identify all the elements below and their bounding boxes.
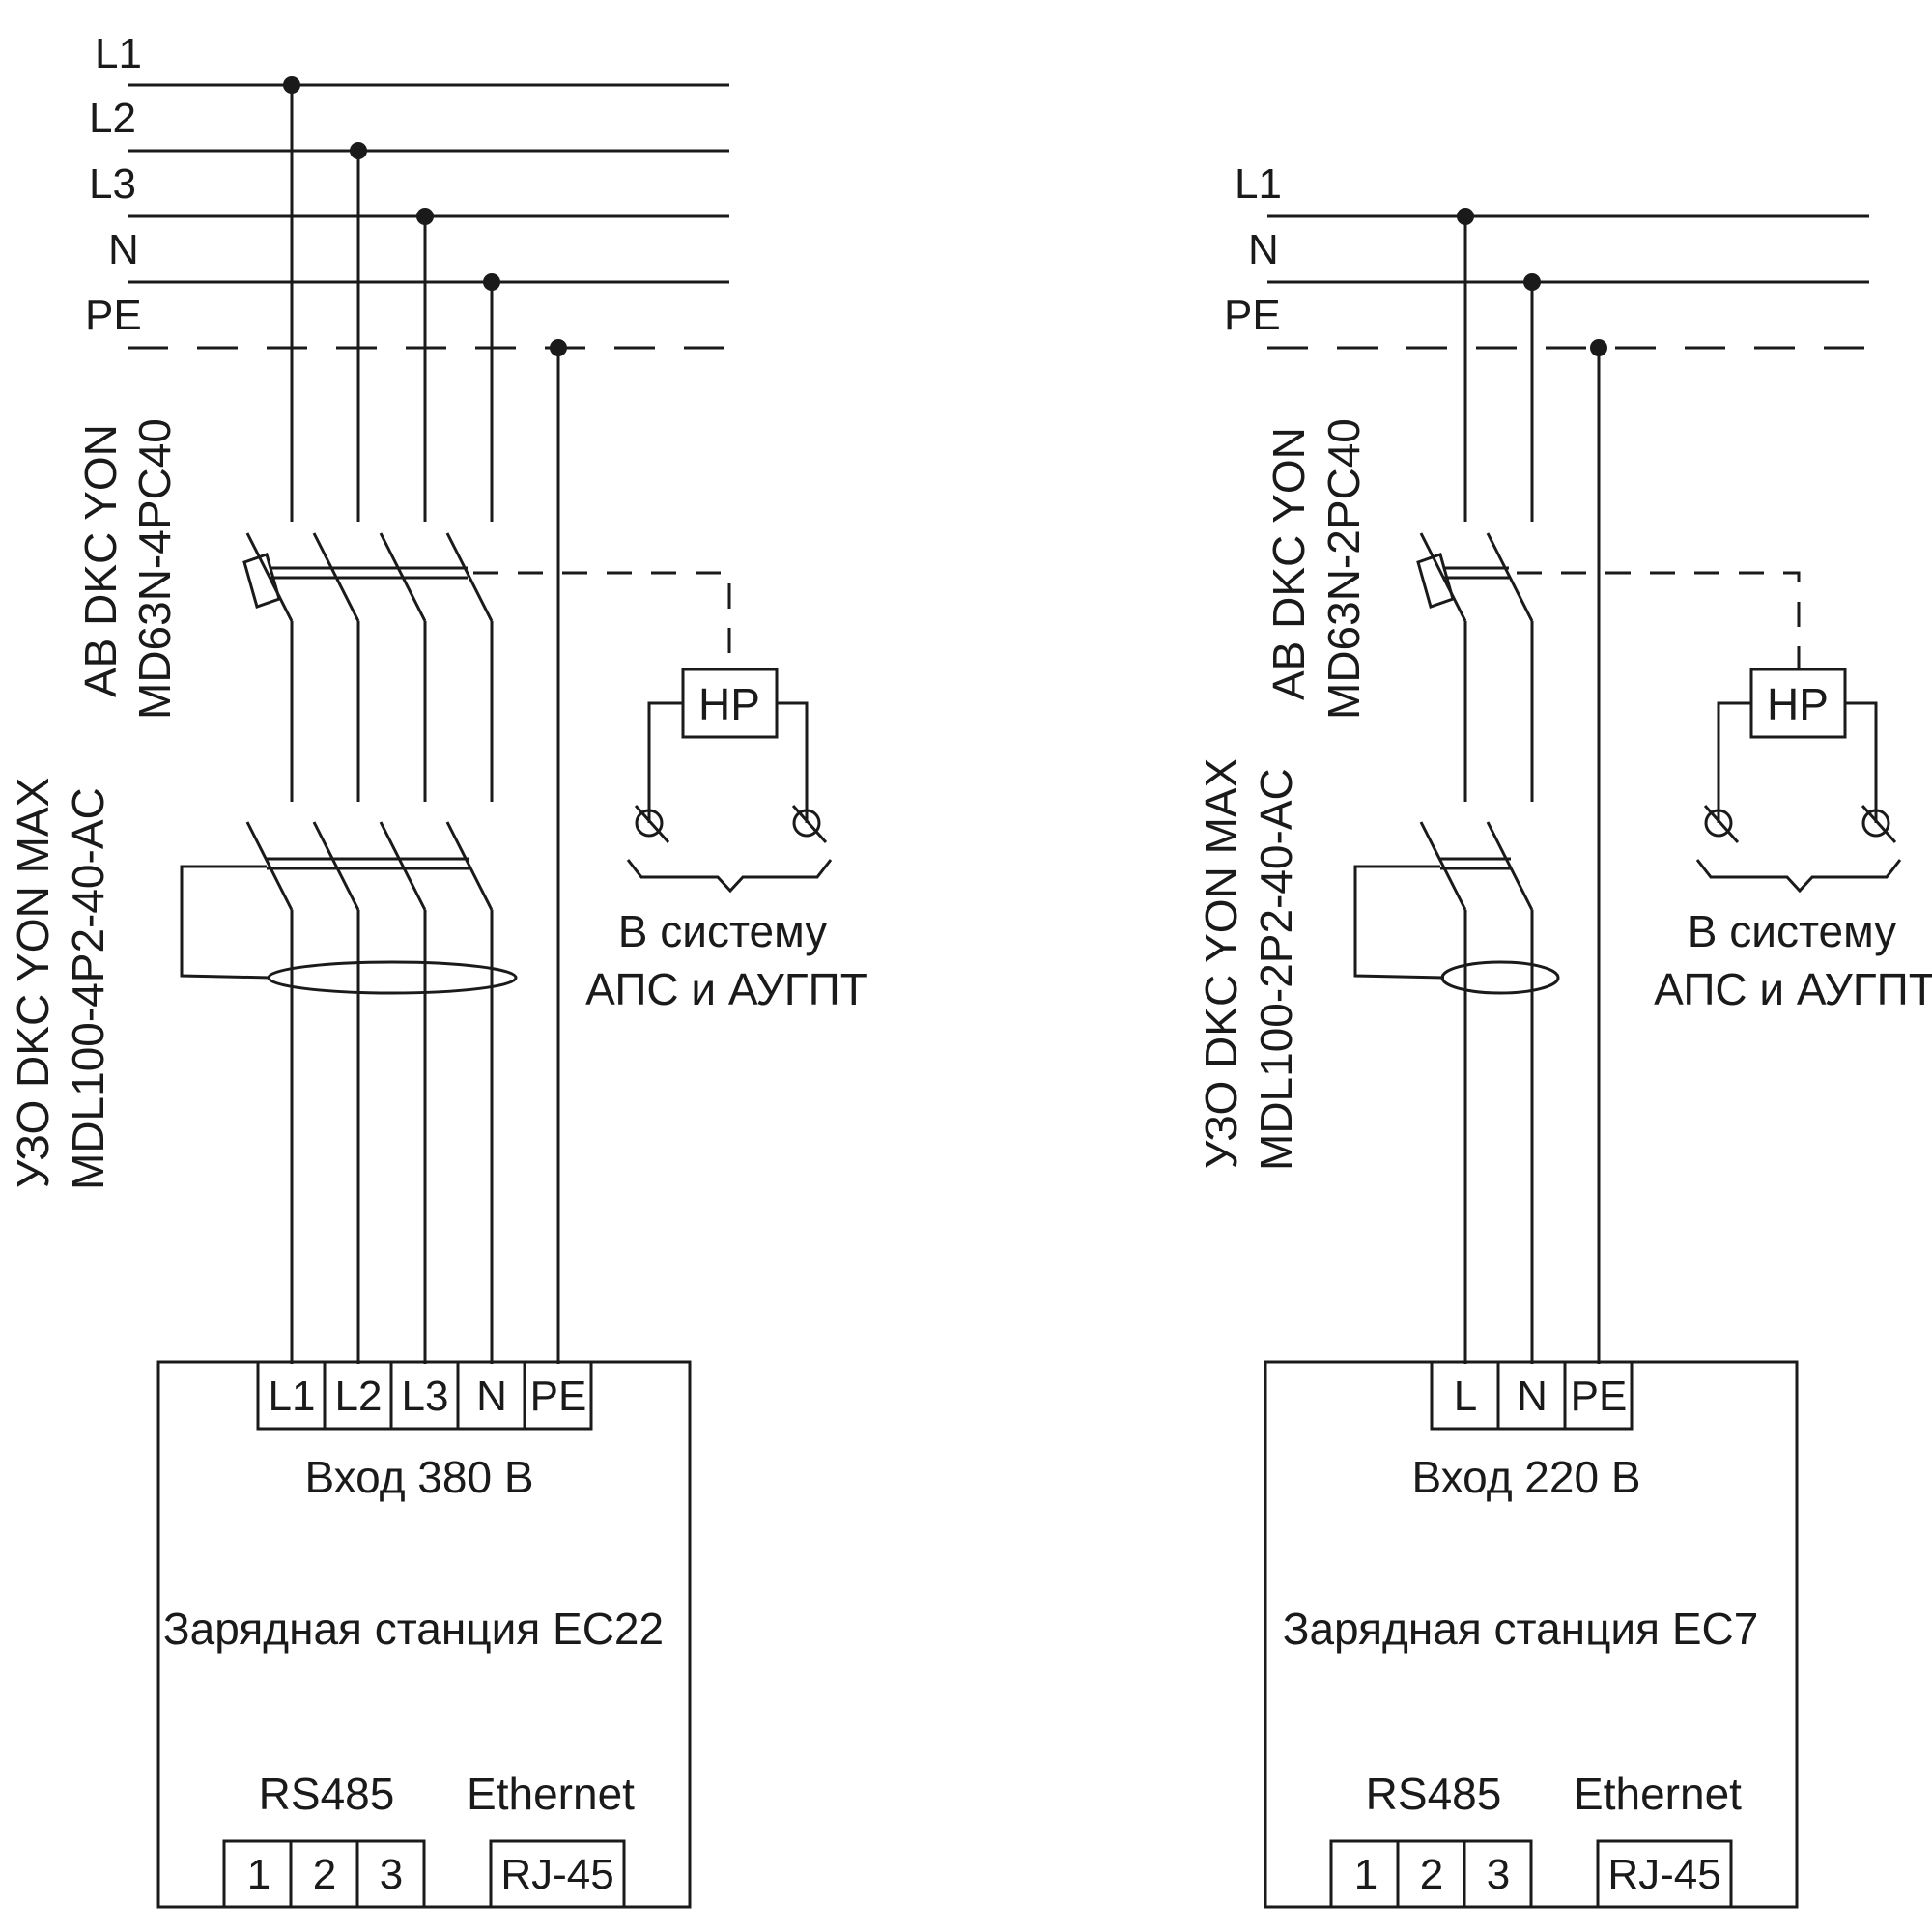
left-circuit-breaker — [242, 532, 731, 802]
right-station-name: Зарядная станция EC7 — [1283, 1604, 1759, 1654]
right-terminal-b-icon — [1861, 809, 1890, 838]
left-rs485-label: RS485 — [259, 1769, 395, 1819]
right-scheme: L1 N PE НР — [1196, 160, 1932, 1909]
left-ethernet-label: Ethernet — [467, 1769, 635, 1819]
right-terminal-l: L — [1454, 1373, 1477, 1420]
left-charging-station: L1 L2 L3 N PE Вход 380 В Зарядная станци… — [156, 1360, 692, 1909]
left-input-terminal-block — [256, 1360, 593, 1431]
left-terminal-b-icon — [792, 809, 821, 838]
left-scheme: L1 L2 L3 N PE — [8, 30, 867, 1909]
right-rj45-label: RJ-45 — [1607, 1851, 1720, 1898]
right-terminal-n: N — [1517, 1373, 1548, 1420]
left-bus-label-pe: PE — [85, 292, 142, 339]
left-breaker-aux-link — [473, 571, 731, 669]
left-terminal-l1: L1 — [269, 1373, 316, 1420]
right-brace-icon — [1695, 859, 1902, 894]
left-rj45-port — [489, 1839, 626, 1909]
right-ethernet-label: Ethernet — [1574, 1769, 1742, 1819]
left-bus-label-l3: L3 — [89, 160, 136, 208]
left-rcd — [180, 821, 518, 1364]
right-input-terminal-block — [1430, 1360, 1634, 1431]
right-rcd-transformer-icon — [1440, 960, 1560, 995]
right-charging-station: L N PE Вход 220 В Зарядная станция EC7 R… — [1264, 1360, 1799, 1909]
right-rs485-label: RS485 — [1366, 1769, 1502, 1819]
left-rs485-terminal-block — [222, 1839, 426, 1909]
left-bus-label-l1: L1 — [95, 30, 142, 77]
right-rcd-label-1: УЗО DKC YON MAX — [1196, 758, 1246, 1169]
left-signal-label-2: АПС и АУГПТ — [585, 964, 867, 1014]
right-aux-contact: НР В систему АПС и АУГПТ — [1654, 668, 1932, 1014]
left-signal-label-1: В систему — [618, 906, 827, 956]
right-rcd — [1353, 821, 1560, 1364]
right-rj45-port — [1596, 1839, 1733, 1909]
left-rcd-transformer-icon — [267, 960, 518, 995]
right-signal-label-1: В систему — [1688, 906, 1896, 956]
left-rj45-label: RJ-45 — [500, 1851, 613, 1898]
right-input-label: Вход 220 В — [1411, 1452, 1640, 1502]
left-terminal-n: N — [476, 1373, 507, 1420]
right-relay-label: НР — [1767, 679, 1829, 729]
left-breaker-label-1: АВ DKC YON — [75, 424, 126, 697]
left-terminal-pe: PE — [530, 1373, 587, 1420]
left-rcd-label-2: MDL100-4P2-40-AC — [63, 787, 113, 1190]
right-signal-label-2: АПС и АУГПТ — [1654, 964, 1932, 1014]
right-breaker-label-2: MD63N-2PC40 — [1319, 418, 1369, 720]
left-rcd-label-1: УЗО DKC YON MAX — [8, 778, 58, 1188]
right-rs485-terminal-3: 3 — [1487, 1851, 1510, 1898]
right-bus-label-l1: L1 — [1235, 160, 1282, 208]
right-bus-label-pe: PE — [1224, 292, 1281, 339]
left-rs485-terminal-3: 3 — [380, 1851, 403, 1898]
left-rs485-terminal-2: 2 — [313, 1851, 336, 1898]
right-rs485-terminal-1: 1 — [1354, 1851, 1378, 1898]
right-terminal-pe: PE — [1571, 1373, 1628, 1420]
right-breaker-label-1: АВ DKC YON — [1264, 427, 1314, 700]
left-breaker-label-2: MD63N-4PC40 — [129, 418, 180, 720]
right-bus-label-n: N — [1248, 226, 1279, 273]
right-rs485-terminal-2: 2 — [1420, 1851, 1443, 1898]
left-brace-icon — [626, 859, 833, 894]
left-terminal-l2: L2 — [335, 1373, 383, 1420]
left-input-label: Вход 380 В — [304, 1452, 533, 1502]
right-terminal-a-icon — [1704, 809, 1733, 838]
left-bus-label-n: N — [108, 226, 139, 273]
left-bus-label-l2: L2 — [89, 95, 136, 142]
left-breaker-trip-unit — [242, 553, 281, 609]
left-terminal-l3: L3 — [402, 1373, 449, 1420]
left-rs485-terminal-1: 1 — [247, 1851, 270, 1898]
right-rs485-terminal-block — [1329, 1839, 1533, 1909]
right-rcd-label-2: MDL100-2P2-40-AC — [1251, 768, 1301, 1171]
left-relay-label: НР — [698, 679, 760, 729]
right-circuit-breaker — [1416, 532, 1801, 802]
right-breaker-aux-link — [1517, 571, 1801, 669]
left-station-name: Зарядная станция EC22 — [163, 1604, 664, 1654]
left-terminal-a-icon — [635, 809, 664, 838]
right-breaker-trip-unit — [1416, 553, 1455, 609]
left-aux-contact: НР В систему АПС и АУГПТ — [585, 668, 867, 1014]
